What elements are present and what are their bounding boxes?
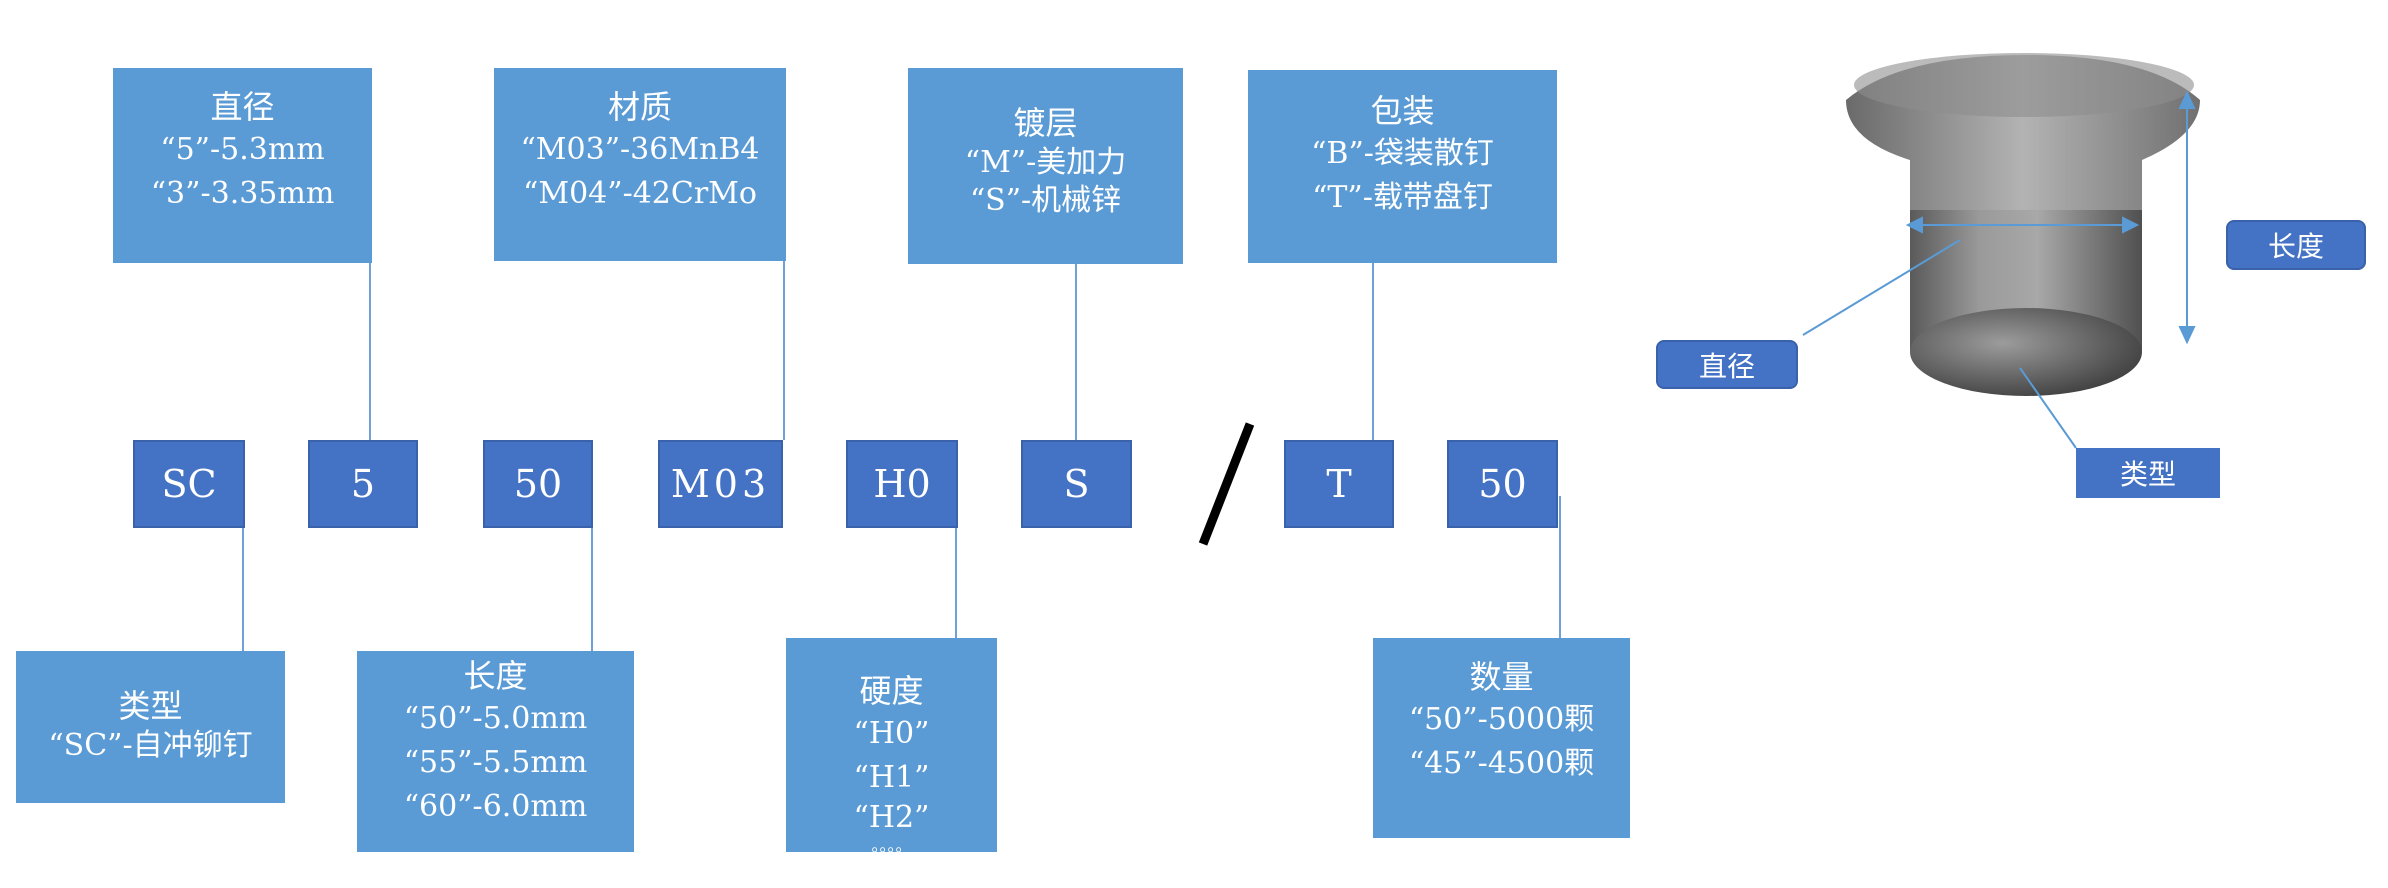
type-box: 类型 “SC”-自冲铆钉 [16, 651, 285, 803]
coating-option: “S”-机械锌 [969, 183, 1122, 218]
material-title: 材质 [607, 88, 672, 126]
rivet-length-label: 长度 [2226, 220, 2366, 270]
hardness-box: 硬度 “H0” “H1” “H2” 。。。。 [786, 638, 997, 855]
code-segment-quantity: 50 [1447, 440, 1558, 528]
hardness-option: “H2” [853, 800, 930, 835]
length-option: “55”-5.5mm [403, 745, 588, 780]
quantity-option: “50”-5000颗 [1408, 702, 1595, 737]
hardness-title: 硬度 [859, 672, 924, 710]
separator-slash [1198, 422, 1255, 546]
quantity-option: “45”-4500颗 [1408, 746, 1595, 781]
material-box: 材质 “M03”-36MnB4 “M04”-42CrMo [494, 68, 786, 261]
length-title: 长度 [463, 657, 528, 695]
hardness-option: “H1” [853, 760, 930, 795]
type-label-pointer [2019, 367, 2077, 449]
code-segment-length: 50 [483, 440, 593, 528]
diameter-option: “3”-3.35mm [150, 176, 335, 211]
length-option: “60”-6.0mm [403, 789, 588, 824]
packaging-box: 包装 “B”-袋装散钉 “T”-载带盘钉 [1248, 70, 1557, 263]
type-title: 类型 [118, 687, 183, 725]
code-segment-packaging: T [1284, 440, 1394, 528]
diameter-label-pointer [1802, 239, 1961, 336]
length-box: 长度 “50”-5.0mm “55”-5.5mm “60”-6.0mm [357, 651, 634, 852]
diameter-option: “5”-5.3mm [160, 132, 325, 167]
packaging-option: “T”-载带盘钉 [1312, 180, 1493, 215]
quantity-title: 数量 [1469, 658, 1534, 696]
length-option: “50”-5.0mm [403, 701, 588, 736]
code-segment-coating: S [1021, 440, 1132, 528]
hardness-option: “H0” [853, 716, 930, 751]
code-segment-hardness: H0 [846, 440, 958, 528]
packaging-option: “B”-袋装散钉 [1311, 136, 1494, 171]
code-segment-diameter: 5 [308, 440, 418, 528]
material-option: “M03”-36MnB4 [520, 132, 760, 167]
coating-option: “M”-美加力 [964, 145, 1127, 180]
diameter-box: 直径 “5”-5.3mm “3”-3.35mm [113, 68, 372, 263]
coating-box: 镀层 “M”-美加力 “S”-机械锌 [908, 68, 1183, 264]
coating-title: 镀层 [1013, 104, 1078, 142]
material-option: “M04”-42CrMo [523, 176, 757, 211]
rivet-body [1846, 53, 2200, 396]
code-segment-material: M03 [658, 440, 783, 528]
code-segment-type: SC [133, 440, 245, 528]
hardness-ellipsis: 。。。。 [871, 836, 912, 855]
packaging-title: 包装 [1370, 92, 1435, 130]
rivet-diameter-label: 直径 [1656, 340, 1798, 389]
quantity-box: 数量 “50”-5000颗 “45”-4500颗 [1373, 638, 1630, 838]
type-option: “SC”-自冲铆钉 [48, 728, 253, 763]
diameter-title: 直径 [210, 88, 275, 126]
rivet-type-label: 类型 [2076, 448, 2220, 498]
